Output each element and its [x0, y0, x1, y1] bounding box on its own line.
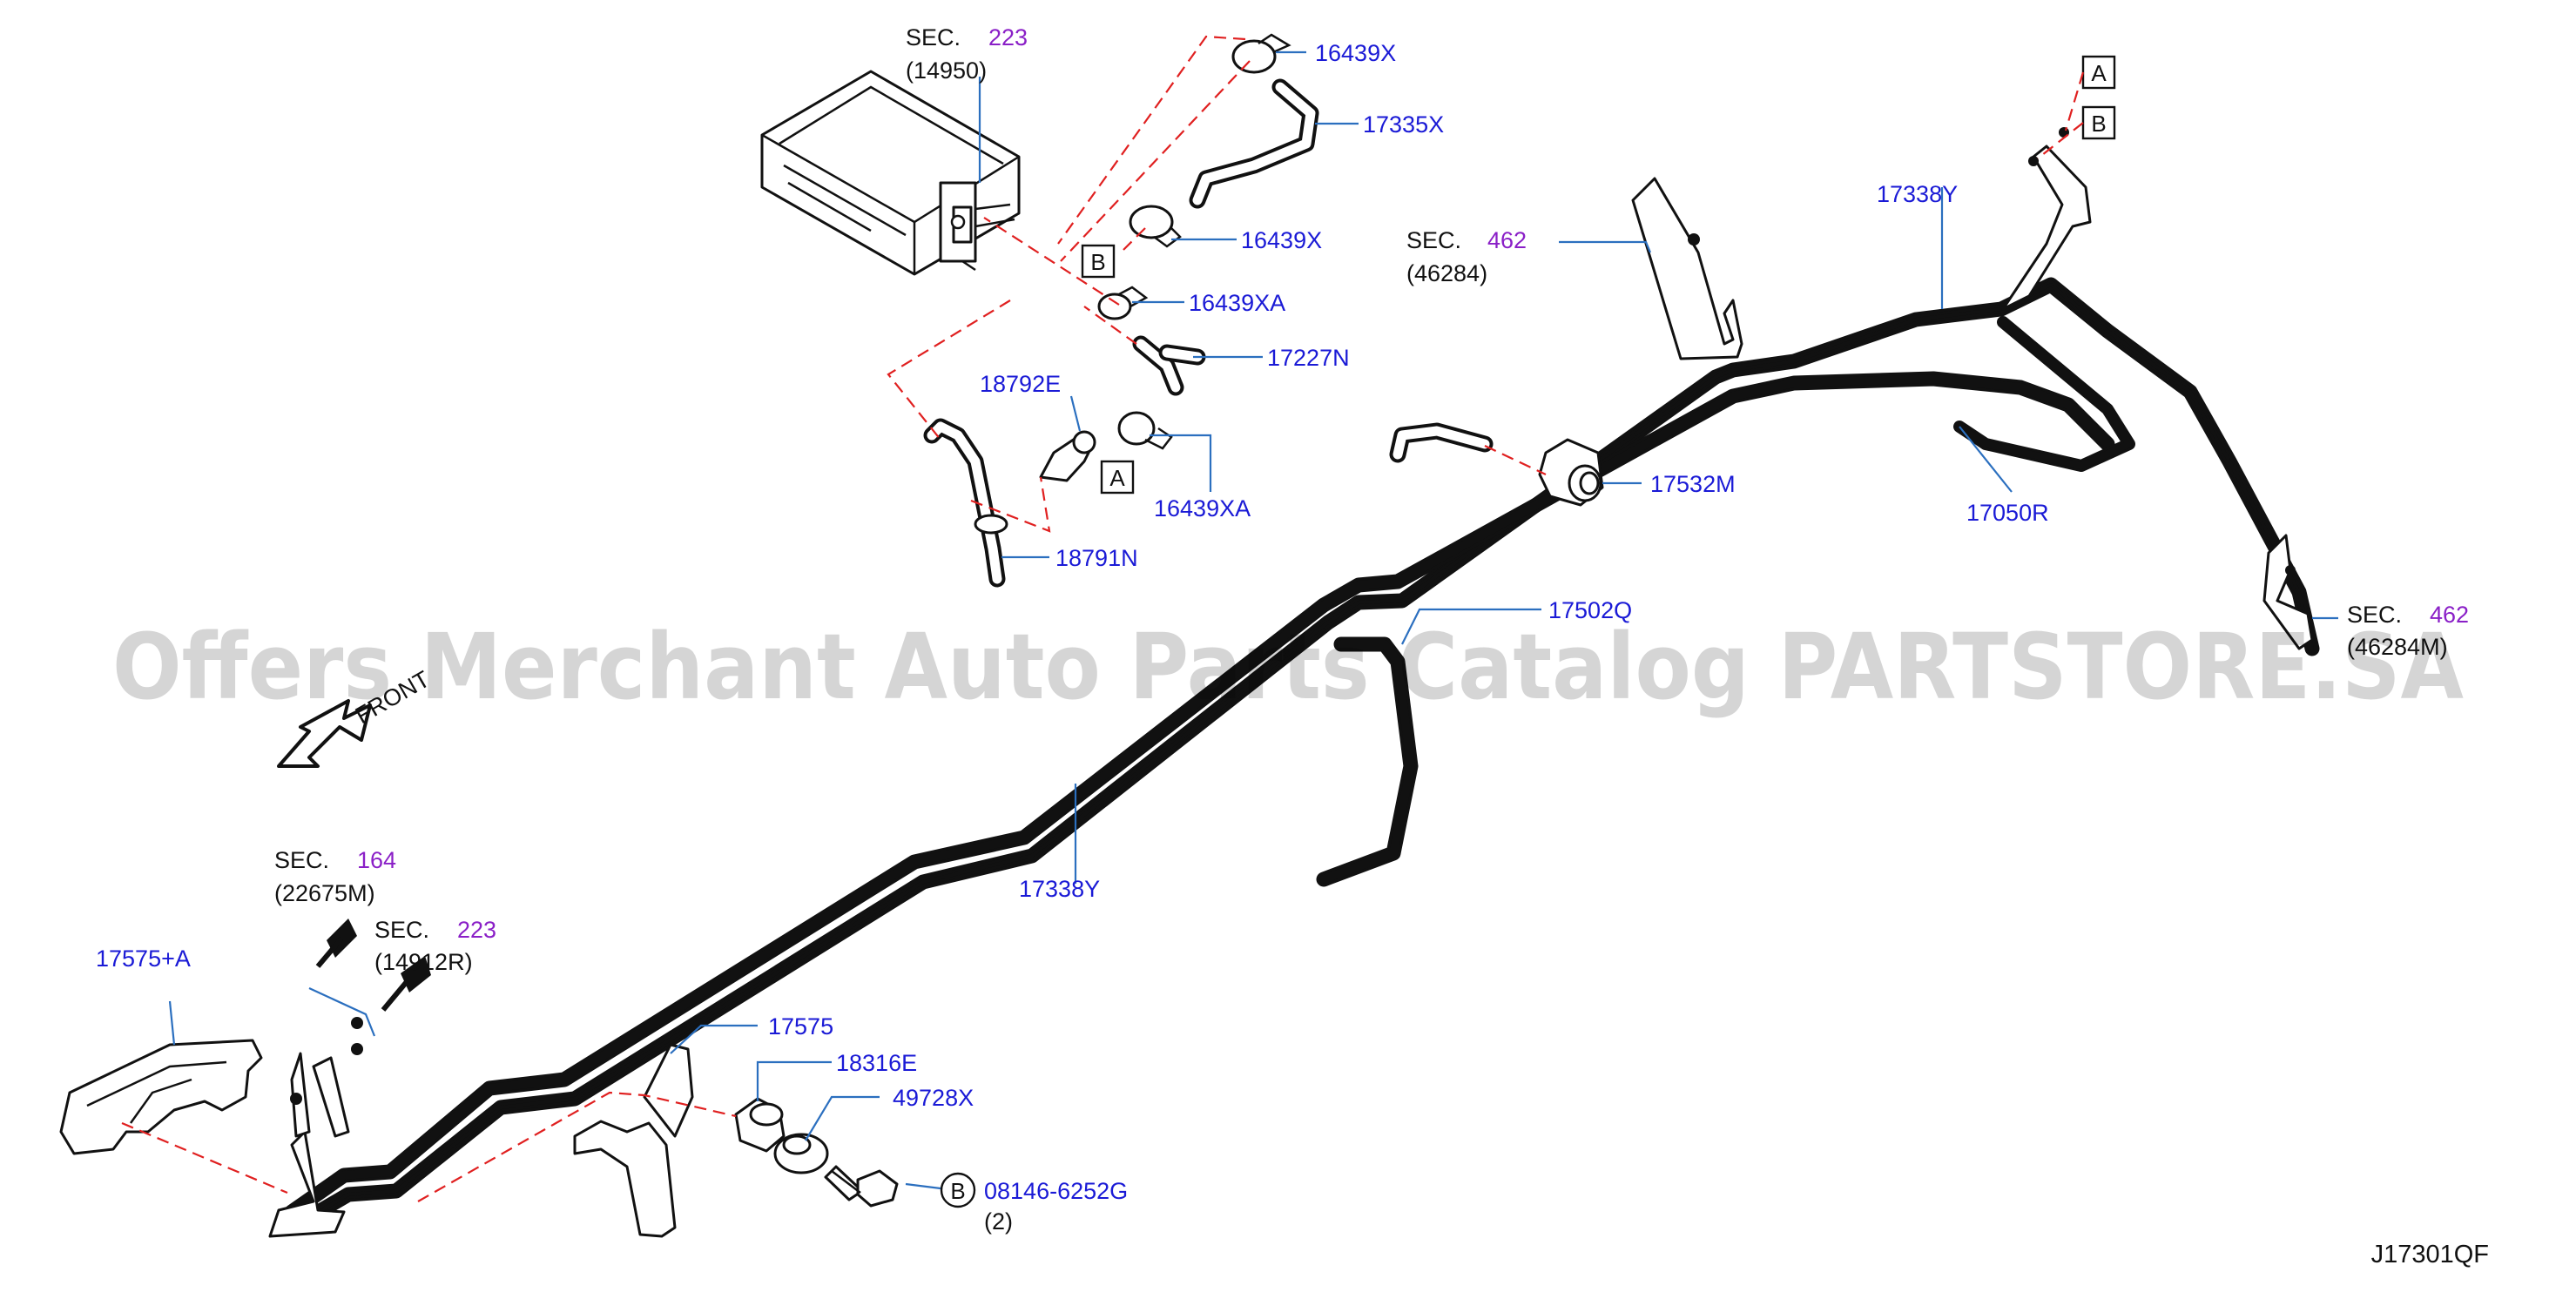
hose-17335X[interactable]: [1189, 78, 1319, 209]
arrow-sec-164: [315, 919, 357, 968]
svg-text:462: 462: [2430, 602, 2469, 628]
grommet-49728X[interactable]: [773, 1133, 829, 1174]
part-label[interactable]: 17532M: [1650, 471, 1736, 497]
connector-b: [2028, 156, 2039, 166]
return-pipe-17050R[interactable]: [1953, 316, 2135, 472]
clamp-16439XA-upper[interactable]: [1097, 286, 1149, 320]
insulator-18316E[interactable]: [734, 1097, 786, 1153]
part-label[interactable]: 17502Q: [1548, 597, 1632, 623]
bracket-front-left[interactable]: [268, 1017, 363, 1238]
arrow-sec-223-lower: [381, 956, 431, 1012]
svg-text:(46284): (46284): [1406, 260, 1487, 286]
svg-text:SEC.: SEC.: [274, 847, 329, 873]
bracket-sec-462-lower: [2262, 534, 2314, 650]
connection-dash-lines: [121, 35, 1547, 1202]
bracket-17575[interactable]: [573, 1043, 694, 1238]
svg-text:A: A: [1109, 465, 1125, 491]
clamp-16439X-lower[interactable]: [1129, 205, 1182, 248]
part-label[interactable]: 17338Y: [1877, 181, 1958, 207]
part-label[interactable]: 17575+A: [96, 945, 191, 972]
part-label[interactable]: 16439XA: [1189, 290, 1285, 316]
bracket-sec-462-upper: [1631, 177, 1743, 360]
part-label[interactable]: 18316E: [836, 1050, 917, 1076]
part-label[interactable]: 08146-6252G: [984, 1178, 1128, 1204]
part-label[interactable]: 17335X: [1363, 111, 1444, 138]
callout-circle-b-bolt[interactable]: B: [940, 1172, 976, 1208]
svg-text:B: B: [950, 1178, 965, 1204]
svg-text:SEC.: SEC.: [2347, 602, 2402, 628]
clamp-16439XA-lower[interactable]: [1117, 411, 1173, 450]
svg-text:462: 462: [1487, 227, 1527, 253]
svg-text:223: 223: [457, 917, 496, 943]
svg-text:(22675M): (22675M): [274, 880, 375, 906]
part-label[interactable]: 17227N: [1267, 345, 1350, 371]
svg-text:B: B: [2091, 111, 2106, 137]
part-label[interactable]: 17575: [768, 1013, 833, 1040]
callout-box-a-hose[interactable]: A: [1100, 460, 1135, 495]
svg-text:(14950): (14950): [906, 57, 987, 84]
svg-text:223: 223: [988, 24, 1028, 50]
callout-box-a-top-right[interactable]: A: [2081, 55, 2116, 90]
quantity-note: (2): [984, 1208, 1013, 1235]
svg-text:SEC.: SEC.: [374, 917, 429, 943]
svg-text:A: A: [2091, 60, 2107, 86]
hose-elbow-17227N[interactable]: [1132, 335, 1206, 396]
part-label[interactable]: 16439X: [1241, 227, 1322, 253]
sec-ref-223-canister[interactable]: SEC. 223 (14950): [906, 24, 1028, 84]
svg-text:SEC.: SEC.: [1406, 227, 1461, 253]
clamp-16439X-upper[interactable]: [1231, 33, 1291, 74]
bolt-08146-6252G[interactable]: [824, 1165, 899, 1208]
svg-text:(14912R): (14912R): [374, 949, 473, 975]
part-label[interactable]: 16439X: [1315, 40, 1396, 66]
svg-text:(46284M): (46284M): [2347, 634, 2448, 660]
connector-hose-rear[interactable]: [1389, 422, 1494, 463]
dash-a: [2064, 71, 2085, 131]
valve-18792E[interactable]: [1039, 430, 1096, 482]
evap-canister[interactable]: [760, 70, 1021, 276]
sec-ref-462-upper[interactable]: SEC. 462 (46284): [1406, 227, 1527, 286]
bracket-17575+A[interactable]: [59, 1039, 263, 1155]
diagram-code: J17301QF: [2371, 1241, 2489, 1268]
leader-lines: [168, 50, 2338, 1190]
part-label[interactable]: 17338Y: [1019, 876, 1100, 902]
bolt-hole: [2285, 565, 2296, 575]
part-label[interactable]: 18791N: [1055, 545, 1138, 571]
part-label[interactable]: 16439XA: [1154, 495, 1251, 522]
part-labels: 16439X 17335X 16439X 16439XA 17227N 1879…: [96, 40, 2049, 1235]
hose-18791N[interactable]: [923, 418, 1008, 588]
dash-b: [2037, 122, 2084, 159]
svg-text:164: 164: [357, 847, 396, 873]
part-label[interactable]: 49728X: [893, 1085, 974, 1111]
main-pipe-bundle-17338Y[interactable]: [284, 277, 2320, 1235]
svg-text:B: B: [1090, 249, 1105, 275]
watermark: Offers Merchant Auto Parts Catalog PARTS…: [112, 614, 2464, 720]
svg-text:SEC.: SEC.: [906, 24, 961, 50]
sec-ref-164[interactable]: SEC. 164 (22675M): [274, 847, 396, 906]
sec-ref-462-lower[interactable]: SEC. 462 (46284M): [2347, 602, 2469, 660]
part-label[interactable]: 17050R: [1966, 500, 2049, 526]
callout-box-b-top-right[interactable]: B: [2081, 105, 2116, 140]
bracket-top-right: [2001, 145, 2092, 311]
grommet-17532M[interactable]: [1538, 438, 1604, 507]
bolt-hole: [1688, 233, 1700, 246]
part-label[interactable]: 18792E: [980, 371, 1061, 397]
callout-box-b-hose[interactable]: B: [1081, 244, 1116, 279]
sec-ref-223-lower[interactable]: SEC. 223 (14912R): [374, 917, 496, 975]
